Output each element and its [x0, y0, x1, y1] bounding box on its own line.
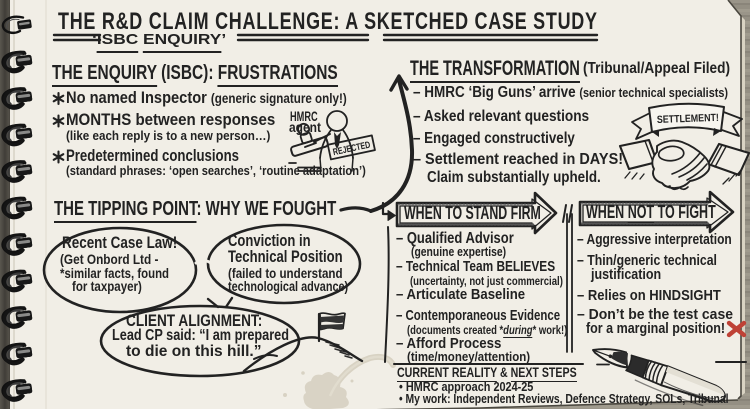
- svg-text:SETTLEMENT!: SETTLEMENT!: [657, 112, 719, 126]
